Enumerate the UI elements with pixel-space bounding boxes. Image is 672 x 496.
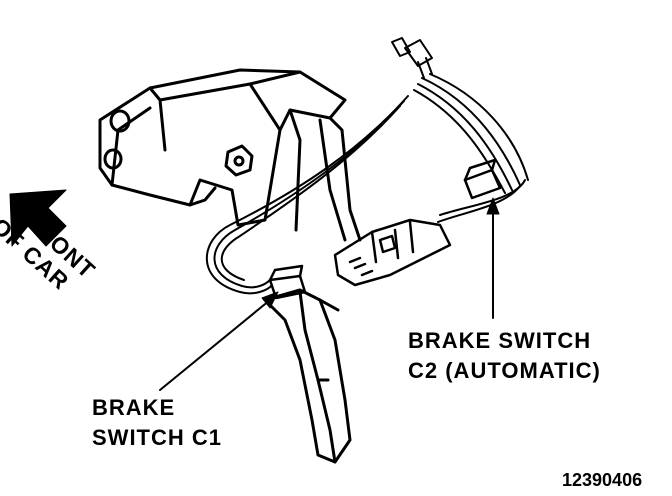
brake-switch-c2-label: BRAKE SWITCH C2 (AUTOMATIC): [408, 326, 601, 386]
brake-switch-c1-line-1: BRAKE: [92, 395, 176, 420]
mounting-bracket: [98, 68, 362, 242]
leader-line-c2: [486, 197, 500, 319]
wire-harness: [205, 37, 529, 295]
leader-line-c1: [159, 291, 279, 391]
switch-assembly: [268, 158, 502, 300]
brake-pedal-arm: [263, 288, 352, 464]
brake-switch-c2: [463, 168, 502, 200]
brake-switch-c2-line-1: BRAKE SWITCH: [408, 328, 592, 353]
brake-switch-c1: [268, 274, 307, 300]
brake-switch-c1-label: BRAKE SWITCH C1: [92, 393, 222, 453]
brake-switch-c1-line-2: SWITCH C1: [92, 425, 222, 450]
brake-switch-c2-line-2: C2 (AUTOMATIC): [408, 358, 601, 383]
front-of-car-arrow: [9, 189, 67, 247]
figure-number: 12390406: [562, 470, 643, 490]
